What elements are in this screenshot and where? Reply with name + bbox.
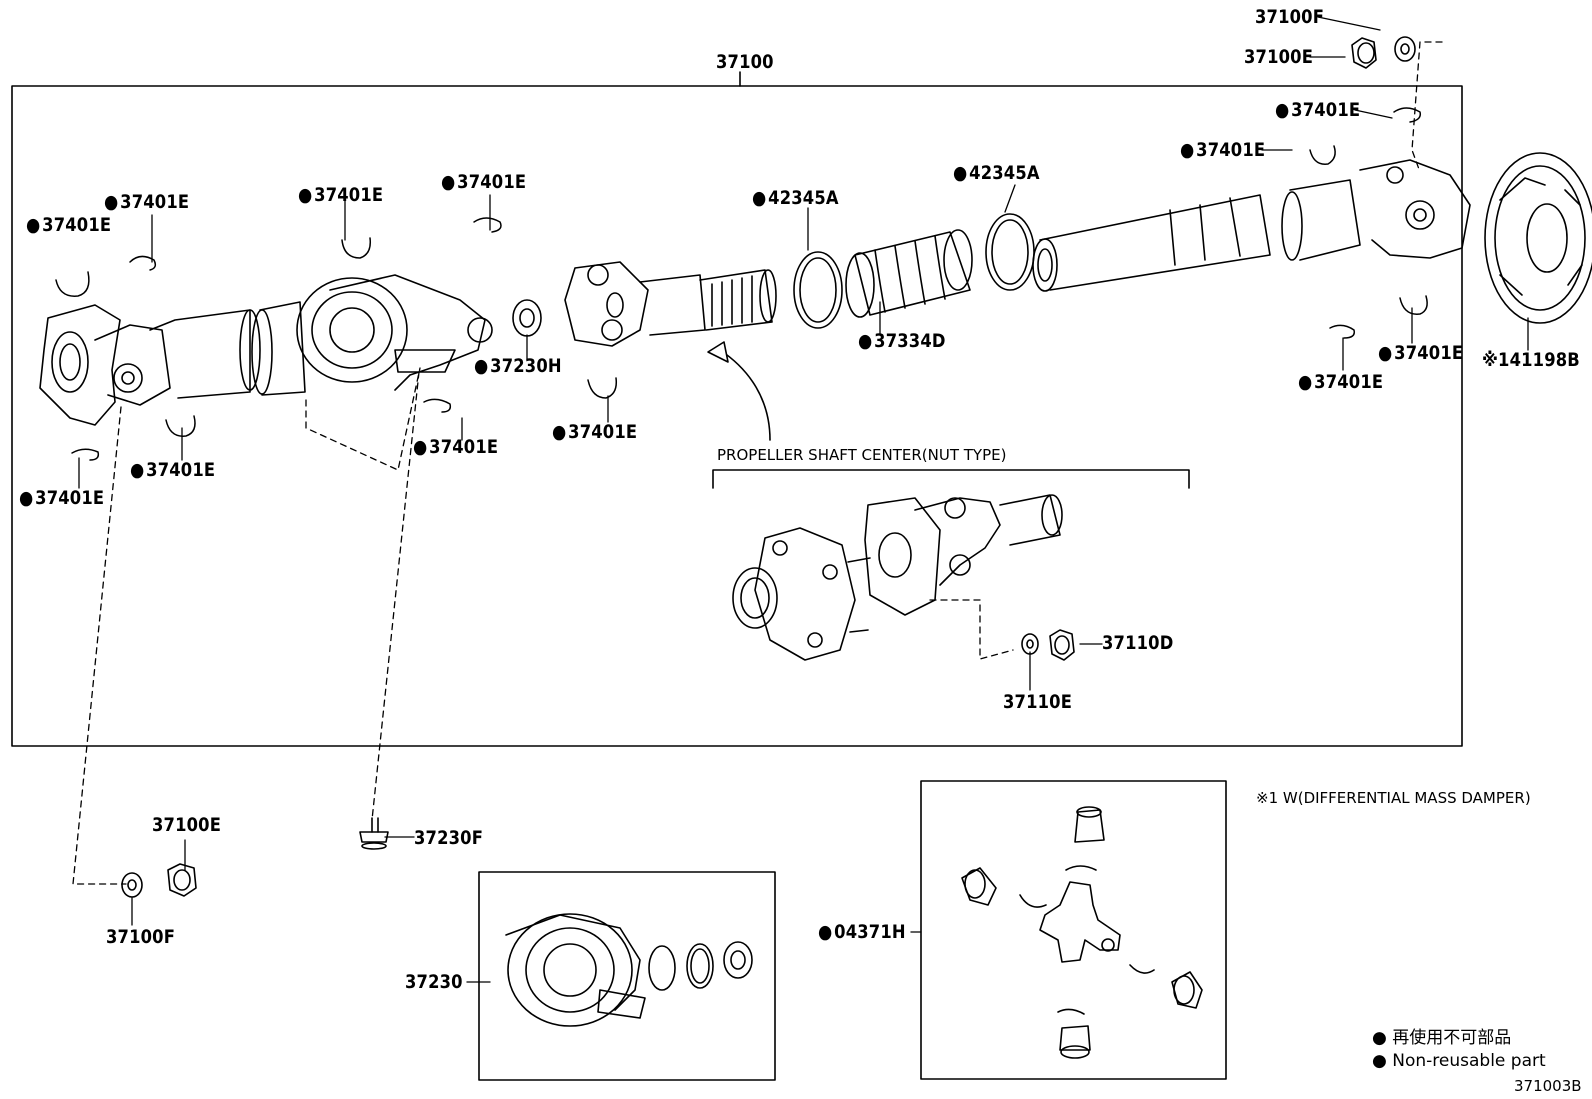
label-42345a-right: 42345A [953,163,1040,183]
label-37401e-l5: 37401E [130,460,215,480]
legend-en-text: Non-reusable part [1392,1051,1546,1071]
label-37401e-l3: 37401E [298,185,383,205]
boot-clamp-left [793,251,843,329]
diagram-code: 371003B [1514,1077,1582,1095]
mass-damper-141198b [1484,152,1592,324]
slip-yoke [564,261,706,347]
spline-shaft [699,269,777,331]
label-04371h: 04371H [818,922,906,942]
label-37100f-top: 37100F [1255,6,1325,28]
label-141198b: ※141198B [1482,349,1580,371]
snap-rings [55,107,1428,461]
label-42345a-left: 42345A [752,188,839,208]
label-37110e: 37110E [1003,691,1073,713]
washer-37110e [1021,633,1039,655]
label-37401e-rt1: 37401E [1275,100,1360,120]
washer-37100f-top [1394,36,1416,62]
label-37100e-bottom: 37100E [152,814,222,836]
nut-37100e-top [1351,37,1377,69]
assembly-frame [11,85,1463,747]
front-flange-yoke [39,304,261,426]
label-37100: 37100 [716,51,774,73]
label-37401e-l4: 37401E [441,172,526,192]
label-37401e-l2: 37401E [26,215,111,235]
center-flange-detail [732,527,871,661]
legend-en: ● Non-reusable part [1372,1051,1546,1071]
center-bearing [296,274,493,391]
label-37401e-l1: 37401E [104,192,189,212]
label-37401e-rt2: 37401E [1180,140,1265,160]
intermediate-tube [251,301,306,396]
washer-37100f-bottom [121,872,143,898]
legend-jp-text: 再使用不可部品 [1392,1028,1512,1048]
spider-kit-box [920,780,1227,1080]
rear-flange-yoke [1281,159,1471,261]
label-37401e-l7: 37401E [413,437,498,457]
bolt-37230f [359,817,389,850]
footnote-mass-damper: ※1 W(DIFFERENTIAL MASS DAMPER) [1256,789,1531,807]
center-bearing-box [478,871,776,1081]
nut-37100e-bottom [167,863,197,897]
label-37230: 37230 [405,971,463,993]
label-37401e-l8: 37401E [552,422,637,442]
nut-37110d [1049,629,1075,661]
label-37110d: 37110D [1102,632,1174,654]
label-37100f-bottom: 37100F [106,926,176,948]
dust-deflector-37230h [512,299,542,337]
center-detail-title: PROPELLER SHAFT CENTER(NUT TYPE) [717,446,1007,464]
rear-tube [1032,194,1271,292]
center-bearing-assy [505,913,753,1027]
boot-37334d [845,229,973,318]
label-37230f: 37230F [414,827,484,849]
label-37230h: 37230H [474,356,562,376]
boot-clamp-right [985,213,1035,291]
label-37401e-l6: 37401E [19,488,104,508]
spider-kit [961,806,1203,1059]
center-yoke-detail [864,494,1063,616]
label-37100e-top: 37100E [1244,46,1314,68]
label-37334d: 37334D [858,331,946,351]
center-arrow [719,349,771,441]
legend-jp: ● 再使用不可部品 [1372,1028,1512,1048]
label-37401e-rb1: 37401E [1378,343,1463,363]
label-37401e-rb2: 37401E [1298,372,1383,392]
